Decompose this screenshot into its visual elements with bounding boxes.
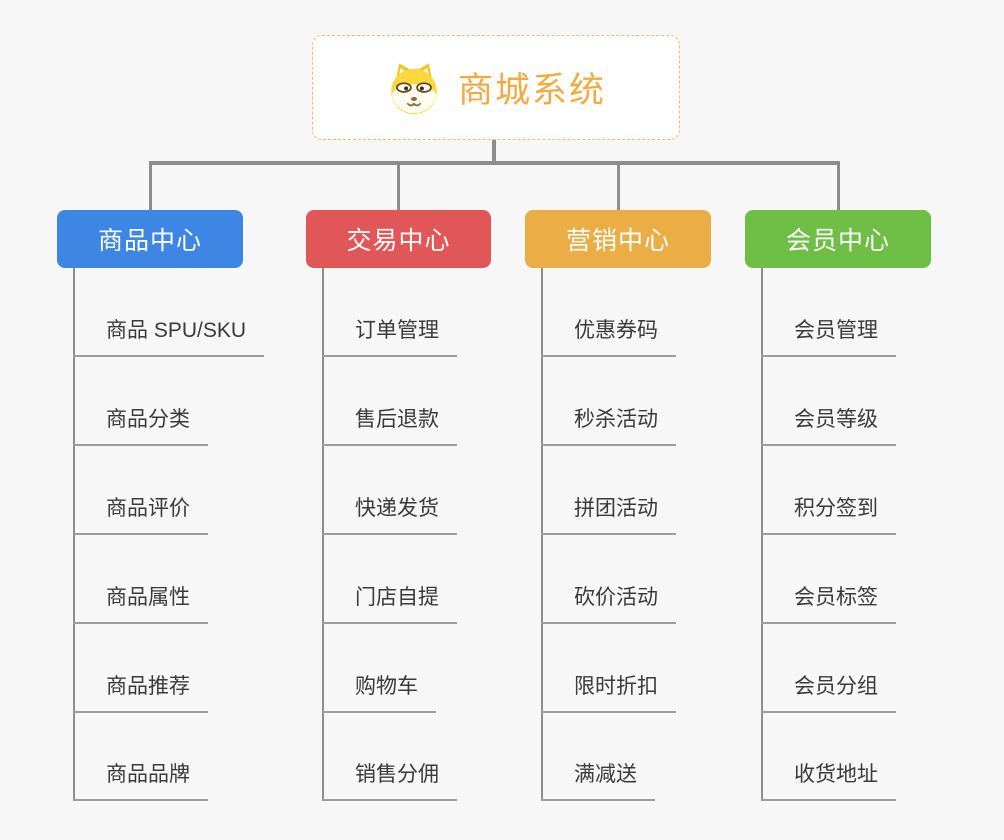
branch-node[interactable]: 商品中心 xyxy=(57,210,243,268)
shiba-dog-icon xyxy=(391,63,437,114)
child-topic[interactable]: 会员标签 xyxy=(761,580,896,624)
child-topic[interactable]: 会员等级 xyxy=(761,402,896,446)
branch-label: 商品中心 xyxy=(97,227,202,255)
child-topic[interactable]: 商品 SPU/SKU xyxy=(73,313,265,357)
connector-drop xyxy=(836,165,840,210)
child-topic[interactable]: 优惠券码 xyxy=(541,313,676,357)
connector-drop xyxy=(616,165,620,210)
child-topic[interactable]: 订单管理 xyxy=(322,313,457,357)
child-topic[interactable]: 满减送 xyxy=(541,757,655,801)
branch-node[interactable]: 营销中心 xyxy=(525,210,711,268)
child-topic[interactable]: 拼团活动 xyxy=(541,491,676,535)
child-topic[interactable]: 商品推荐 xyxy=(73,669,208,713)
connector-root-stub xyxy=(492,140,496,165)
child-topic[interactable]: 门店自提 xyxy=(322,580,457,624)
child-topic[interactable]: 会员管理 xyxy=(761,313,896,357)
connector-drop xyxy=(148,165,152,210)
child-topic[interactable]: 积分签到 xyxy=(761,491,896,535)
child-topic[interactable]: 商品分类 xyxy=(73,402,208,446)
child-topic[interactable]: 购物车 xyxy=(322,669,436,713)
child-topic[interactable]: 砍价活动 xyxy=(541,580,676,624)
child-topic[interactable]: 收货地址 xyxy=(761,757,896,801)
child-topic[interactable]: 商品评价 xyxy=(73,491,208,535)
child-topic[interactable]: 销售分佣 xyxy=(322,757,457,801)
child-topic[interactable]: 商品品牌 xyxy=(73,757,208,801)
branch-label: 会员中心 xyxy=(785,227,890,255)
branch-label: 营销中心 xyxy=(565,227,670,255)
child-topic[interactable]: 限时折扣 xyxy=(541,669,676,713)
branch-label: 交易中心 xyxy=(346,227,451,255)
child-topic[interactable]: 商品属性 xyxy=(73,580,208,624)
connector-drop xyxy=(397,165,400,210)
root-title: 商城系统 xyxy=(457,71,606,110)
child-topic[interactable]: 会员分组 xyxy=(761,669,896,713)
child-topic[interactable]: 快递发货 xyxy=(322,491,457,535)
root-node[interactable]: 商城系统 xyxy=(312,35,680,140)
connector-rail xyxy=(148,161,840,165)
branch-node[interactable]: 会员中心 xyxy=(745,210,931,268)
child-topic[interactable]: 秒杀活动 xyxy=(541,402,676,446)
child-topic[interactable]: 售后退款 xyxy=(322,402,457,446)
branch-node[interactable]: 交易中心 xyxy=(306,210,491,268)
